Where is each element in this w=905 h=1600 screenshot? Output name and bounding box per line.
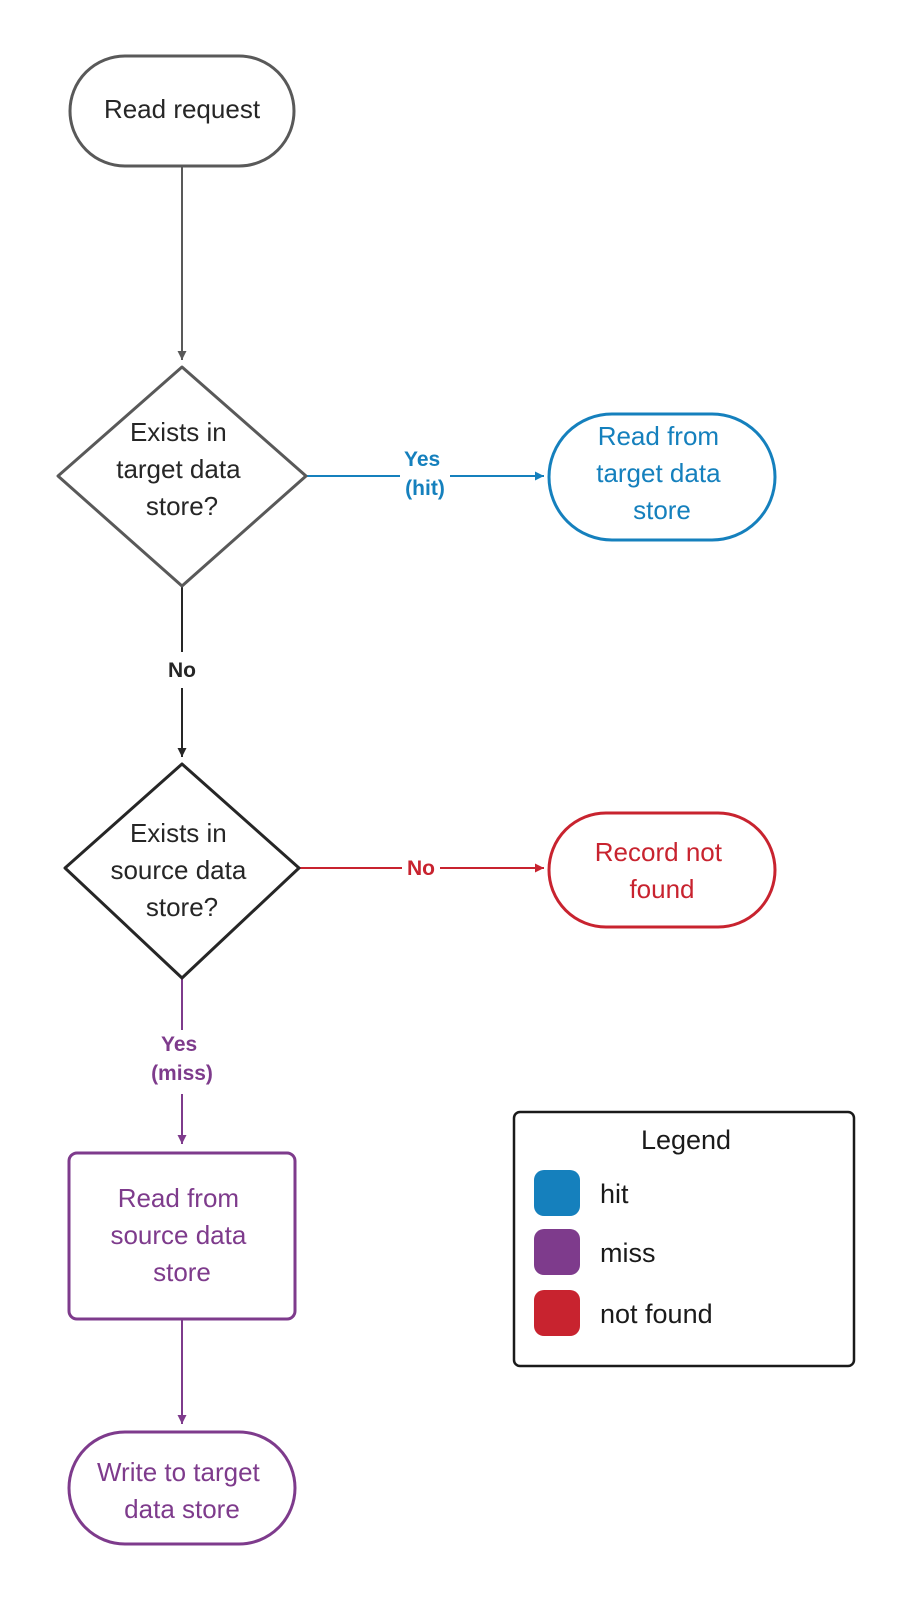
source-decision-label: Exists in source data store? (110, 818, 253, 922)
read-request-shape (68, 54, 296, 168)
read-source-label: Read from source data store (110, 1183, 253, 1287)
legend-label-not-found: not found (600, 1299, 713, 1329)
read-source-shape (67, 1151, 297, 1321)
node-record-not-found: Record not found (547, 811, 777, 929)
read-target-shape (547, 412, 777, 542)
node-source-decision: Exists in source data store? (63, 762, 301, 980)
legend-swatch-not-found (534, 1290, 580, 1336)
legend-label-hit: hit (600, 1179, 629, 1209)
node-read-target: Read from target data store (547, 412, 777, 542)
read-request-label: Read request (104, 94, 261, 124)
record-not-found-label: Record not found (595, 837, 729, 904)
write-target-shape (67, 1430, 297, 1546)
edge-label-no-target: No (168, 659, 196, 682)
target-decision-shape (56, 365, 308, 588)
legend: Legend hit miss not found (512, 1110, 856, 1368)
node-read-source: Read from source data store (67, 1151, 297, 1321)
legend-label-miss: miss (600, 1238, 656, 1268)
node-read-request: Read request (68, 54, 296, 168)
legend-box (512, 1110, 856, 1368)
node-target-decision: Exists in target data store? (56, 365, 308, 588)
legend-swatch-miss (534, 1229, 580, 1275)
legend-swatch-hit (534, 1170, 580, 1216)
legend-title: Legend (641, 1125, 731, 1155)
source-decision-shape (63, 762, 301, 980)
edge-label-no-source: No (407, 857, 435, 880)
read-target-label: Read from target data store (596, 421, 728, 525)
target-decision-label: Exists in target data store? (116, 417, 248, 521)
record-not-found-shape (547, 811, 777, 929)
node-write-target: Write to target data store (67, 1430, 297, 1546)
edge-label-yes-hit: Yes (hit) (404, 448, 446, 500)
write-target-label: Write to target data store (97, 1457, 267, 1524)
edge-label-yes-miss: Yes (miss) (151, 1033, 213, 1085)
